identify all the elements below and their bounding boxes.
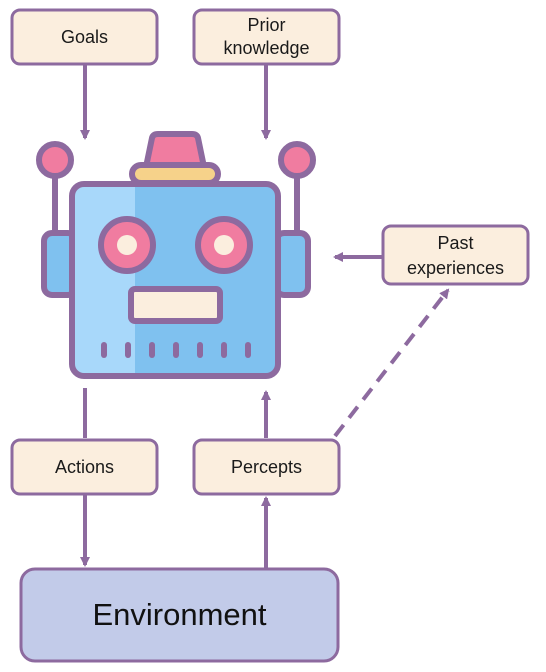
percepts-label: Percepts — [231, 457, 302, 477]
connectors — [80, 64, 450, 568]
dashed-arrow-percepts-to-past-experiences — [333, 288, 450, 438]
prior-knowledge-label-line2: knowledge — [223, 38, 309, 58]
actions-box: Actions — [10, 438, 159, 496]
goals-box: Goals — [10, 8, 159, 66]
actions-label: Actions — [55, 457, 114, 477]
prior-knowledge-box: Prior knowledge — [192, 8, 341, 66]
environment-box: Environment — [19, 567, 340, 663]
past-experiences-label-line2: experiences — [407, 258, 504, 278]
percepts-box: Percepts — [192, 438, 341, 496]
environment-label: Environment — [92, 597, 266, 632]
prior-knowledge-label-line1: Prior — [247, 15, 285, 35]
past-experiences-label-line1: Past — [437, 233, 473, 253]
past-experiences-box: Past experiences — [381, 224, 530, 286]
goals-label: Goals — [61, 27, 108, 47]
robot-icon — [36, 131, 316, 379]
